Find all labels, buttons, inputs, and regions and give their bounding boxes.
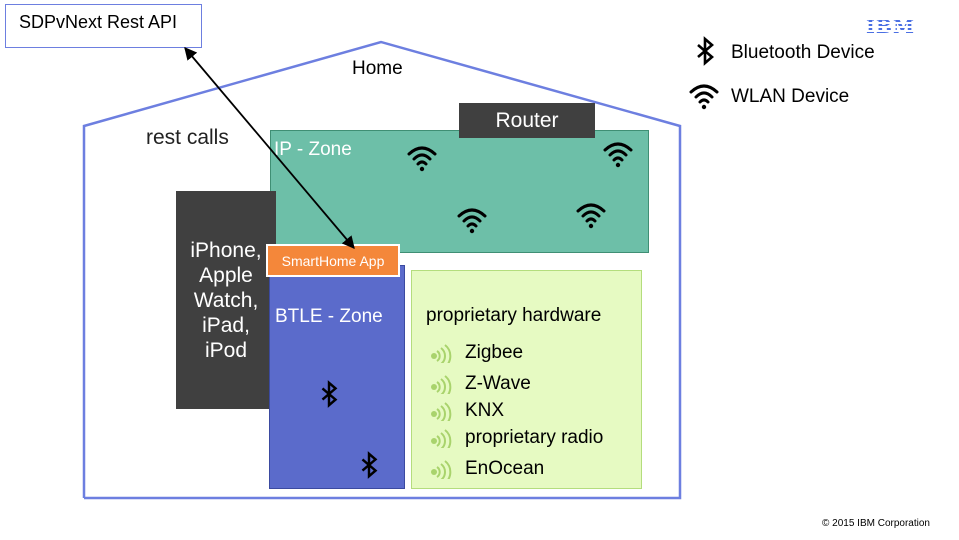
proprietary-item-label: KNX — [465, 400, 505, 421]
wifi-icon — [457, 208, 487, 234]
radio-signal-icon — [431, 375, 452, 394]
wifi-icon — [407, 146, 437, 172]
ibm-logo: IBM — [866, 16, 915, 38]
wifi-icon — [576, 203, 606, 229]
bluetooth-icon — [361, 451, 378, 479]
rest-api-box: SDPvNext Rest API — [5, 4, 202, 48]
radio-signal-icon — [431, 460, 452, 479]
smarthome-app-box: SmartHome App — [266, 244, 400, 277]
smarthome-app-label: SmartHome App — [281, 252, 385, 269]
router-box: Router — [459, 103, 595, 138]
proprietary-item-label: proprietary radio — [465, 427, 604, 448]
bluetooth-icon — [697, 36, 714, 66]
wifi-icon — [603, 142, 633, 168]
proprietary-title: proprietary hardware — [426, 305, 602, 326]
device-label: Apple — [199, 263, 253, 287]
btle-zone — [269, 265, 405, 489]
radio-signal-icon — [431, 429, 452, 448]
proprietary-item-label: Zigbee — [465, 342, 524, 363]
proprietary-item: proprietary radio — [428, 427, 603, 449]
radio-signal-icon — [431, 344, 452, 363]
device-label: iPad, — [202, 313, 250, 337]
router-label: Router — [495, 108, 559, 132]
copyright-footer: © 2015 IBM Corporation — [822, 518, 930, 529]
proprietary-item-label: Z-Wave — [465, 373, 531, 394]
proprietary-zone — [411, 270, 642, 489]
proprietary-item: KNX — [428, 400, 504, 422]
wifi-icon — [689, 84, 719, 110]
proprietary-item: Z-Wave — [428, 373, 531, 395]
legend-wlan-label: WLAN Device — [731, 86, 850, 107]
btle-zone-label: BTLE - Zone — [275, 306, 383, 327]
proprietary-item: EnOcean — [428, 458, 544, 480]
radio-signal-icon — [431, 402, 452, 421]
device-label: iPod — [204, 338, 248, 362]
proprietary-item: Zigbee — [428, 342, 523, 364]
home-label: Home — [352, 58, 403, 79]
legend-bluetooth-label: Bluetooth Device — [731, 42, 875, 63]
rest-api-label: SDPvNext Rest API — [19, 12, 178, 32]
proprietary-item-label: EnOcean — [465, 458, 545, 479]
bluetooth-icon — [321, 380, 338, 408]
device-label: Watch, — [193, 288, 259, 312]
